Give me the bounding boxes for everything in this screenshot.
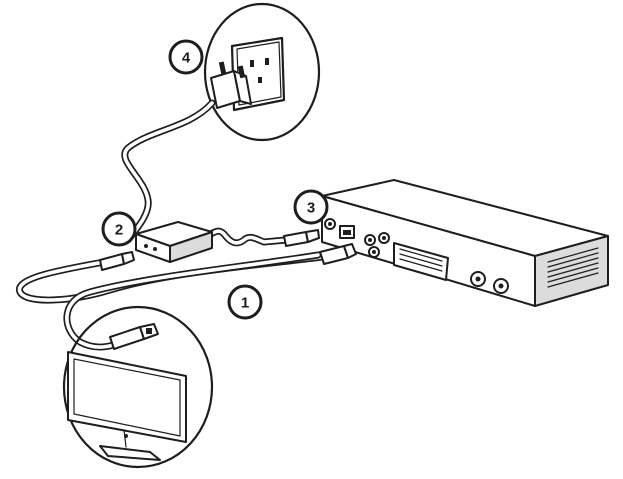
scart-port — [393, 242, 449, 281]
ethernet-cable — [16, 251, 334, 351]
television — [67, 351, 187, 461]
callout-4: 4 — [168, 39, 204, 75]
wall-socket-detail — [203, 2, 321, 142]
power-adapter-plug — [210, 61, 252, 109]
antenna-ports — [470, 271, 509, 294]
side-vents — [547, 247, 599, 288]
callout-3-label: 3 — [307, 200, 315, 217]
callout-1: 1 — [227, 284, 263, 320]
callout-3: 3 — [293, 189, 329, 225]
rca-ports — [364, 232, 390, 258]
set-top-box — [321, 179, 609, 307]
callout-2: 2 — [101, 211, 137, 247]
ethernet-connector-tv — [109, 323, 159, 350]
ethernet-port — [339, 225, 355, 239]
power-adapter-box — [99, 221, 213, 271]
ethernet-connector-box — [319, 243, 357, 265]
callout-2-label: 2 — [115, 222, 123, 239]
callout-1-label: 1 — [241, 295, 249, 312]
tv-detail — [62, 305, 214, 469]
callout-4-label: 4 — [182, 50, 191, 67]
power-cable-adapter — [121, 99, 216, 244]
dc-power-cable — [196, 227, 320, 247]
power-input-port — [324, 218, 336, 230]
